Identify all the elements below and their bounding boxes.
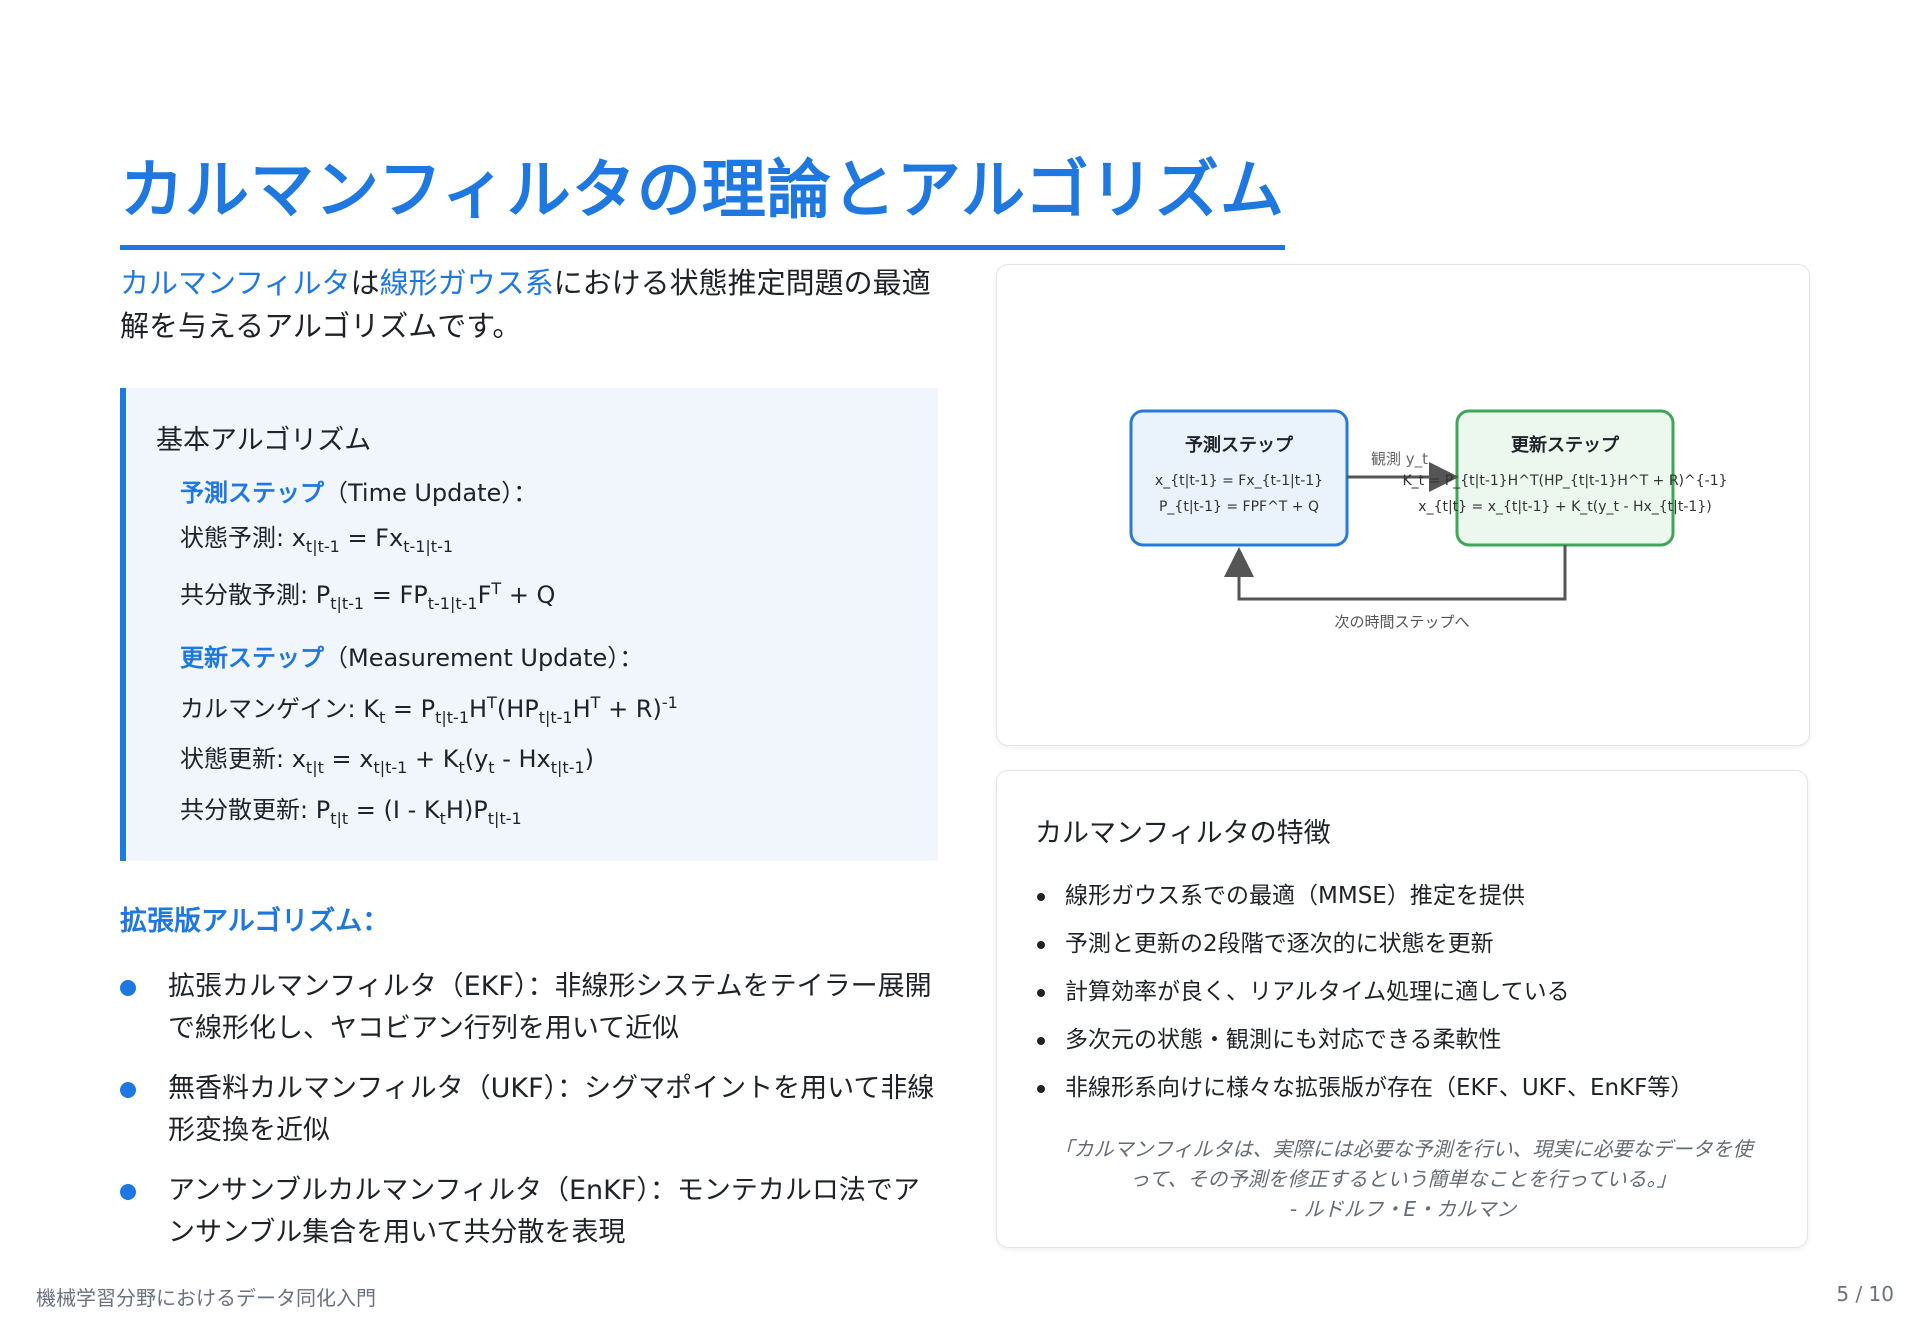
list-item: 多次元の状態・観測にも対応できる柔軟性 [1035,1016,1771,1064]
predict-node-equation-1: x_{t|t-1} = Fx_{t-1|t-1} [1155,473,1323,489]
state-update-label: 状態更新: [180,745,292,774]
loop-back-arrow [1224,545,1567,601]
extension-ekf-text: 拡張カルマンフィルタ（EKF）：非線形システムをテイラー展開で線形化し、ヤコビア… [168,970,932,1044]
extension-ukf-text: 無香料カルマンフィルタ（UKF）：シグマポイントを用いて非線形変換を近似 [168,1072,935,1146]
basic-algorithm-box: 基本アルゴリズム 予測ステップ（Time Update）： 状態予測: xt|t… [120,388,938,861]
list-item: 拡張カルマンフィルタ（EKF）：非線形システムをテイラー展開で線形化し、ヤコビア… [120,966,938,1050]
update-step-heading: 更新ステップ（Measurement Update）： [180,638,908,673]
predict-node-equation-2: P_{t|t-1} = FPF^T + Q [1159,499,1319,515]
list-item: 非線形系向けに様々な拡張版が存在（EKF、UKF、EnKF等） [1035,1064,1771,1112]
predict-step-suffix: （Time Update）： [324,479,538,507]
covariance-prediction-label: 共分散予測: [180,580,316,609]
quote-line-2: って、その予測を修正するという簡単なことを行っている。」 [1129,1167,1677,1191]
features-card: カルマンフィルタの特徴 線形ガウス系での最適（MMSE）推定を提供 予測と更新の… [996,770,1808,1248]
extension-enkf-text: アンサンブルカルマンフィルタ（EnKF）：モンテカルロ法でアンサンブル集合を用い… [168,1174,920,1248]
update-step-label: 更新ステップ [180,643,324,672]
next-time-step-label: 次の時間ステップへ [1334,613,1469,631]
intro-text-1: は [350,266,380,300]
bullet-dot-icon [120,1183,136,1200]
intro-text-2: における状態推定問題の最適解を与えるアルゴリズムです。 [120,266,931,343]
kalman-gain-equation: カルマンゲイン: Kt = Pt|t-1HT(HPt|t-1HT + R)-1 [180,692,678,727]
kalman-cycle-diagram-card: 予測ステップ x_{t|t-1} = Fx_{t-1|t-1} P_{t|t-1… [996,264,1810,746]
bullet-dot-icon [120,1081,136,1098]
update-step-suffix: （Measurement Update）： [324,643,644,672]
basic-algorithm-title: 基本アルゴリズム [156,425,372,456]
kalman-cycle-diagram: 予測ステップ x_{t|t-1} = Fx_{t-1|t-1} P_{t|t-1… [1129,409,1728,631]
extensions-list: 拡張カルマンフィルタ（EKF）：非線形システムをテイラー展開で線形化し、ヤコビア… [120,966,938,1254]
state-update-equation: 状態更新: xt|t = xt|t-1 + Kt(yt - Hxt|t-1) [180,745,595,778]
covariance-update-label: 共分散更新: [180,796,316,825]
list-item: 線形ガウス系での最適（MMSE）推定を提供 [1035,872,1771,920]
kalman-gain-label: カルマンゲイン: [180,694,364,723]
bullet-dot-icon [120,979,136,996]
quote-author: - ルドルフ・E・カルマン [1289,1197,1517,1221]
list-item: アンサンブルカルマンフィルタ（EnKF）：モンテカルロ法でアンサンブル集合を用い… [120,1170,938,1254]
predict-node-title: 予測ステップ [1185,434,1294,456]
quote-line-1: 「カルマンフィルタは、実際には必要な予測を行い、現実に必要なデータを使 [1053,1137,1753,1161]
intro-paragraph: カルマンフィルタは線形ガウス系における状態推定問題の最適解を与えるアルゴリズムで… [120,262,938,348]
page-title: カルマンフィルタの理論とアルゴリズム [120,139,1285,250]
update-node-equation-1: K_t = P_{t|t-1}H^T(HP_{t|t-1}H^T + R)^{-… [1402,473,1727,489]
covariance-update-equation: 共分散更新: Pt|t = (I - KtH)Pt|t-1 [180,796,522,828]
list-item: 予測と更新の2段階で逐次的に状態を更新 [1035,920,1771,968]
page-number: 5 / 10 [1836,1282,1894,1306]
state-prediction-equation: 状態予測: xt|t-1 = Fxt-1|t-1 [180,524,454,556]
kalman-quote: 「カルマンフィルタは、実際には必要な予測を行い、現実に必要なデータを使 って、そ… [1035,1134,1771,1224]
footer-title: 機械学習分野におけるデータ同化入門 [36,1286,376,1310]
extensions-title: 拡張版アルゴリズム： [120,905,390,937]
state-prediction-label: 状態予測: [180,524,292,552]
intro-term-linear-gaussian: 線形ガウス系 [379,266,554,300]
predict-step-heading: 予測ステップ（Time Update）： [180,473,908,508]
features-title: カルマンフィルタの特徴 [1035,818,1331,849]
predict-step-label: 予測ステップ [180,479,324,507]
update-node-equation-2: x_{t|t} = x_{t|t-1} + K_t(y_t - Hx_{t|t-… [1418,499,1711,515]
intro-term-kalman: カルマンフィルタ [120,266,351,300]
list-item: 計算効率が良く、リアルタイム処理に適している [1035,968,1771,1016]
observation-label: 観測 y_t [1371,450,1428,469]
left-column: カルマンフィルタは線形ガウス系における状態推定問題の最適解を与えるアルゴリズムで… [120,262,938,1272]
list-item: 無香料カルマンフィルタ（UKF）：シグマポイントを用いて非線形変換を近似 [120,1068,938,1152]
covariance-prediction-equation: 共分散予測: Pt|t-1 = FPt-1|t-1FT + Q [180,578,556,613]
features-list: 線形ガウス系での最適（MMSE）推定を提供 予測と更新の2段階で逐次的に状態を更… [1035,872,1771,1112]
update-node-title: 更新ステップ [1511,434,1620,456]
